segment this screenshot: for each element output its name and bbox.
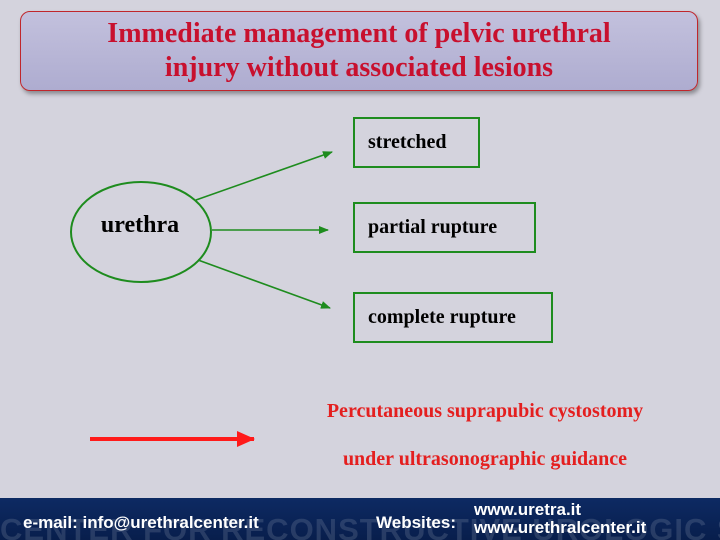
node-stretched-label: stretched bbox=[368, 131, 447, 153]
treatment-line-1: Percutaneous suprapubic cystostomy bbox=[326, 400, 644, 422]
arrow-to-stretched bbox=[195, 151, 333, 201]
arrow-to-complete-rupture bbox=[197, 259, 331, 309]
diagram-canvas bbox=[70, 151, 333, 447]
footer-watermark: CENTER FOR RECONSTRUCTIVE UROLOGIC SURGE… bbox=[0, 512, 720, 540]
website-link-urethralcenter[interactable]: www.urethralcenter.it bbox=[474, 518, 647, 537]
urethra-label: urethra bbox=[100, 212, 180, 238]
footer-email[interactable]: e-mail: info@urethralcenter.it bbox=[23, 513, 259, 532]
urethra-ellipse bbox=[70, 181, 212, 283]
title-line-1: Immediate management of pelvic urethral bbox=[107, 18, 611, 49]
footer-websites-label: Websites: bbox=[376, 513, 456, 532]
node-partial-rupture: partial rupture bbox=[353, 202, 536, 253]
node-complete-rupture: complete rupture bbox=[353, 292, 553, 343]
title-line-2: injury without associated lesions bbox=[164, 52, 554, 83]
node-complete-rupture-label: complete rupture bbox=[368, 306, 516, 328]
treatment-line-2: under ultrasonographic guidance bbox=[342, 448, 628, 470]
footer-bar: CENTER FOR RECONSTRUCTIVE UROLOGIC SURGE… bbox=[0, 498, 720, 540]
website-link-uretra[interactable]: www.uretra.it bbox=[474, 500, 582, 519]
node-partial-rupture-label: partial rupture bbox=[368, 216, 498, 238]
title-box: Immediate management of pelvic urethral … bbox=[20, 11, 698, 91]
node-stretched: stretched bbox=[353, 117, 480, 168]
footer-websites: www.uretra.it www.urethralcenter.it bbox=[474, 501, 646, 537]
